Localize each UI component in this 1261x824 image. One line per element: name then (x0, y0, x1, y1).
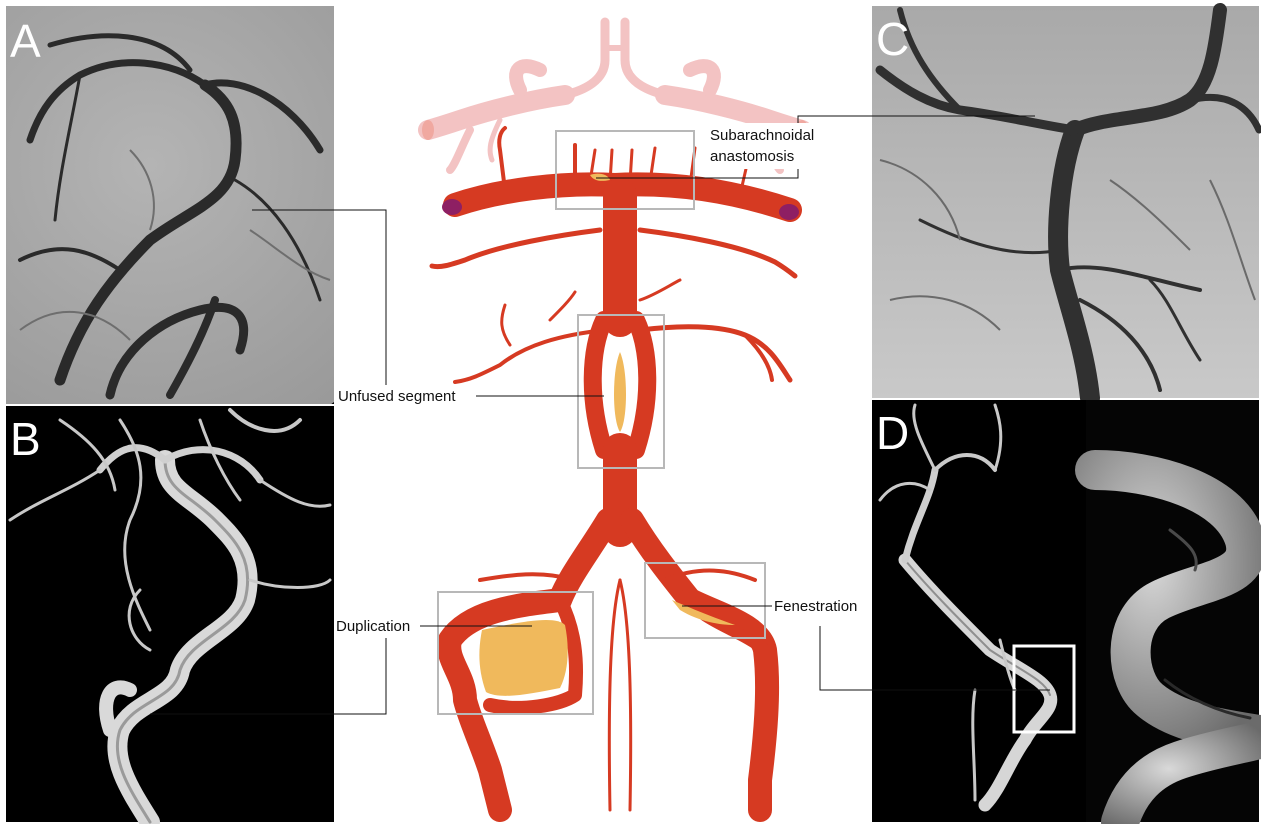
duplication-gap (479, 620, 567, 696)
panel-letter-d: D (876, 407, 909, 459)
label-duplication: Duplication (336, 618, 410, 635)
panel-d: D (872, 400, 1259, 822)
panel-b: B (6, 406, 334, 822)
faded-vessel-cut-left (422, 120, 434, 140)
zoom-inset (1086, 400, 1259, 822)
label-subarachnoidal-line1: Subarachnoidal (710, 127, 814, 144)
panel-letter-b: B (10, 413, 41, 465)
label-unfused-segment: Unfused segment (338, 388, 456, 405)
label-fenestration: Fenestration (774, 598, 857, 615)
panel-letter-c: C (876, 13, 909, 65)
panel-letter-a: A (10, 15, 41, 67)
panel-c: C (872, 6, 1259, 398)
vessel-cut-left (442, 199, 462, 215)
vessel-cut-right (779, 204, 799, 220)
label-subarachnoidal-line2: anastomosis (710, 148, 794, 165)
